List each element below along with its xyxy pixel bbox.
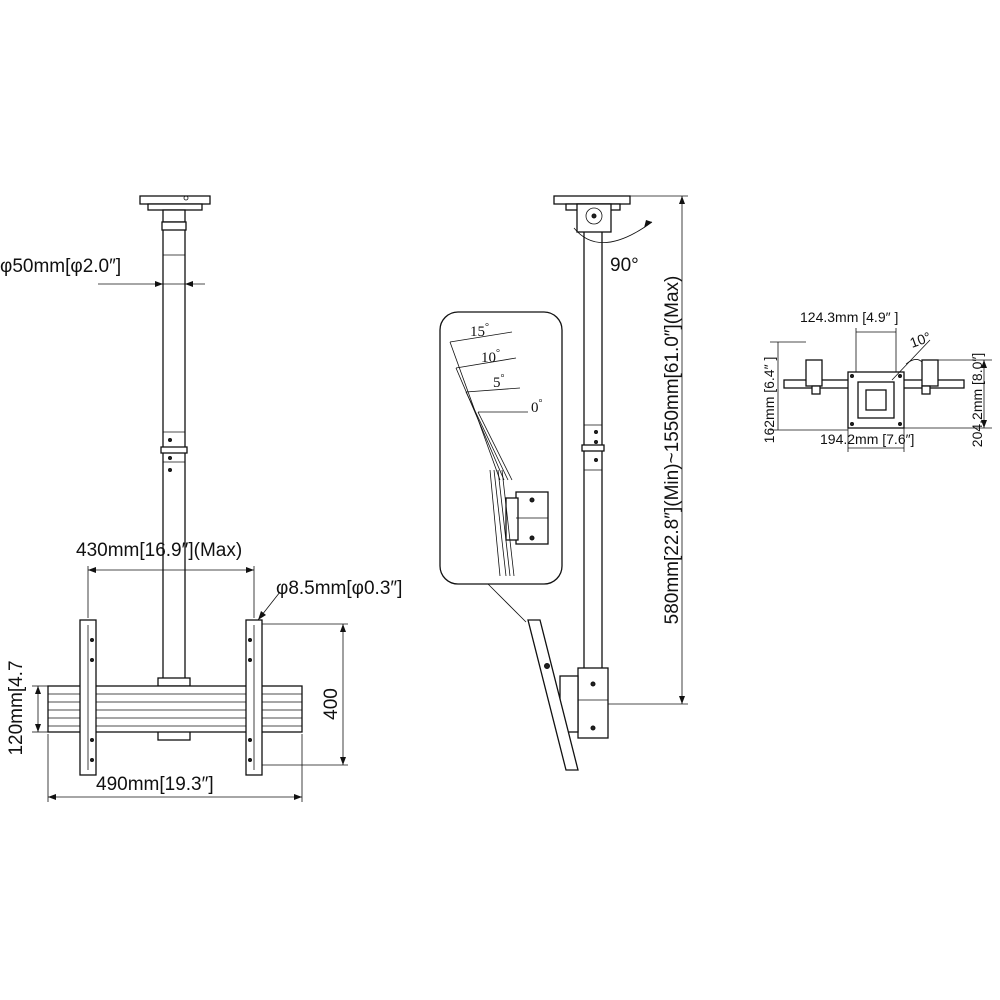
hole-diameter-dimension: φ8.5mm[φ0.3″] [257, 578, 402, 621]
top-tilt-label: 10° [908, 329, 933, 351]
right-clamp [921, 359, 939, 395]
front-view: φ50mm[φ2.0″] [0, 195, 402, 802]
tilt-10-label: 10° [481, 348, 500, 366]
bottom-width-label: 194.2mm [7.6″] [820, 431, 914, 447]
vertical-spacing-label: 400 [321, 688, 342, 720]
tilt-head [527, 619, 609, 771]
rail-height-label: 120mm[4.7 [6, 660, 27, 755]
side-pole [581, 232, 605, 668]
top-tilt-indicator: 10° [891, 329, 933, 381]
top-width-dimension: 124.3mm [4.9″ ] [800, 309, 898, 372]
left-height-dimension: 162mm [6.4″ ] [761, 341, 848, 444]
right-vertical-bracket [245, 619, 263, 776]
pole-connector [157, 677, 191, 687]
pole [160, 230, 188, 678]
tilt-detail-callout: 15° 10° 5° 0° [439, 311, 563, 623]
right-height-label: 204.2mm [8.0″] [969, 353, 985, 447]
center-plate [847, 371, 905, 429]
tilt-15-label: 15° [470, 322, 489, 340]
rotation-indicator: 90° [573, 220, 653, 276]
left-vertical-bracket [79, 619, 97, 776]
left-height-label: 162mm [6.4″ ] [761, 357, 777, 444]
right-height-dimension: 204.2mm [8.0″] [904, 353, 992, 447]
pole-diameter-dimension: φ50mm[φ2.0″] [0, 256, 205, 287]
tilt-0-degree: ° [539, 398, 543, 409]
tilt-15-degree: ° [485, 322, 489, 333]
top-view: 124.3mm [4.9″ ] 10° 162mm [6.4″ ] 194.2m… [761, 309, 992, 452]
total-width-dimension: 490mm[19.3″] [47, 734, 303, 802]
total-width-label: 490mm[19.3″] [96, 774, 214, 795]
pole-diameter-label: φ50mm[φ2.0″] [0, 256, 121, 277]
tilt-0-label: 0° [531, 398, 543, 416]
left-clamp [805, 359, 823, 395]
height-range-label: 580mm[22.8″](Min)~1550mm[61.0″](Max) [662, 276, 683, 625]
tilt-5-degree: ° [501, 373, 505, 384]
hole-diameter-label: φ8.5mm[φ0.3″] [276, 578, 402, 599]
bottom-width-dimension: 194.2mm [7.6″] [820, 428, 914, 452]
side-ceiling-plate [553, 195, 631, 233]
top-width-label: 124.3mm [4.9″ ] [800, 309, 898, 325]
ceiling-plate [139, 195, 211, 231]
tilt-5-label: 5° [493, 373, 505, 391]
tilt-10-degree: ° [496, 348, 500, 359]
vertical-spacing-dimension: 400 [262, 623, 348, 766]
rail-height-dimension: 120mm[4.7 [6, 660, 48, 756]
side-view: 90° 580mm [439, 195, 688, 771]
rotation-label: 90° [610, 255, 639, 276]
max-width-label: 430mm[16.9″](Max) [76, 540, 242, 561]
max-width-dimension: 430mm[16.9″](Max) [76, 540, 255, 618]
height-range-dimension: 580mm[22.8″](Min)~1550mm[61.0″](Max) [608, 195, 688, 705]
